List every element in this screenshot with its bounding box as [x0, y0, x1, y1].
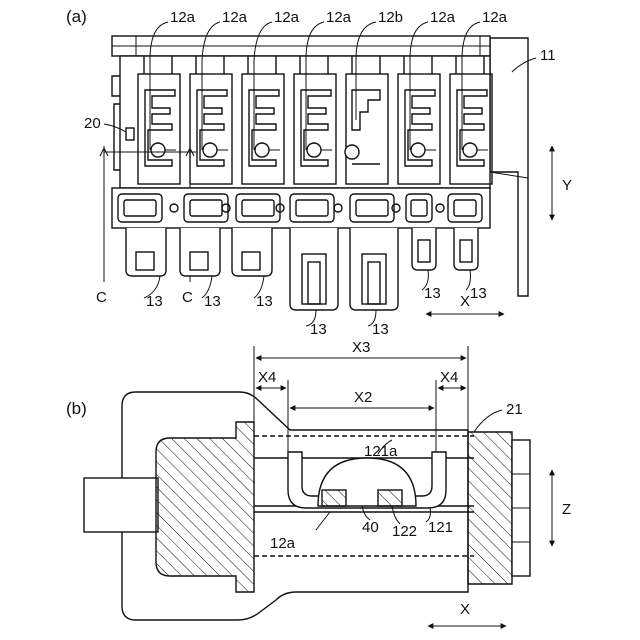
housing-plate-11 [490, 38, 528, 296]
label-121a: 121a [364, 443, 398, 460]
window-band [112, 188, 490, 228]
right-plates [512, 440, 530, 576]
label-x4-right: X4 [440, 369, 458, 386]
label-x4-left: X4 [258, 369, 276, 386]
contact-block-left [322, 490, 346, 506]
label-12a-b: 12a [270, 535, 296, 552]
label-c-left: C [96, 289, 107, 306]
label-13-6: 13 [424, 285, 441, 302]
label-122: 122 [392, 523, 417, 540]
axis-x-label-a: X [460, 293, 470, 310]
axis-z-label: Z [562, 501, 571, 518]
label-12a-6: 12a [482, 9, 508, 26]
label-13-3: 13 [256, 293, 273, 310]
label-40: 40 [362, 519, 379, 536]
label-c-right: C [182, 289, 193, 306]
panel-b-label: (b) [66, 399, 87, 418]
label-13-4: 13 [310, 321, 327, 338]
label-x2: X2 [354, 389, 372, 406]
left-hatched-block [156, 422, 254, 592]
label-13-1: 13 [146, 293, 163, 310]
panel-a-label: (a) [66, 7, 87, 26]
label-12b: 12b [378, 9, 403, 26]
axis-y-label: Y [562, 177, 572, 194]
axis-x-label-b: X [460, 601, 470, 618]
label-11: 11 [540, 47, 556, 64]
label-13-5: 13 [372, 321, 389, 338]
label-x3: X3 [352, 339, 370, 356]
label-12a-1: 12a [170, 9, 196, 26]
label-121: 121 [428, 519, 453, 536]
label-12a-5: 12a [430, 9, 456, 26]
label-12a-3: 12a [274, 9, 300, 26]
label-13-2: 13 [204, 293, 221, 310]
label-21: 21 [506, 401, 523, 418]
label-12a-4: 12a [326, 9, 352, 26]
panel-a: (a) [66, 7, 572, 338]
contact-block-122 [378, 490, 402, 506]
label-12a-2: 12a [222, 9, 248, 26]
right-hatched-flange [468, 432, 512, 584]
axis-y-a: Y [552, 146, 572, 220]
label-20: 20 [84, 115, 101, 132]
axis-z-b: Z [552, 470, 571, 546]
label-13-7: 13 [470, 285, 487, 302]
panel-b: (b) X3 X4 X4 X2 [66, 339, 571, 626]
left-stub [84, 478, 158, 532]
dimensions: X3 X4 X4 X2 [254, 339, 468, 452]
axis-x-b: X [428, 601, 506, 626]
terminal-narrow [412, 228, 478, 270]
top-rail [112, 36, 490, 56]
